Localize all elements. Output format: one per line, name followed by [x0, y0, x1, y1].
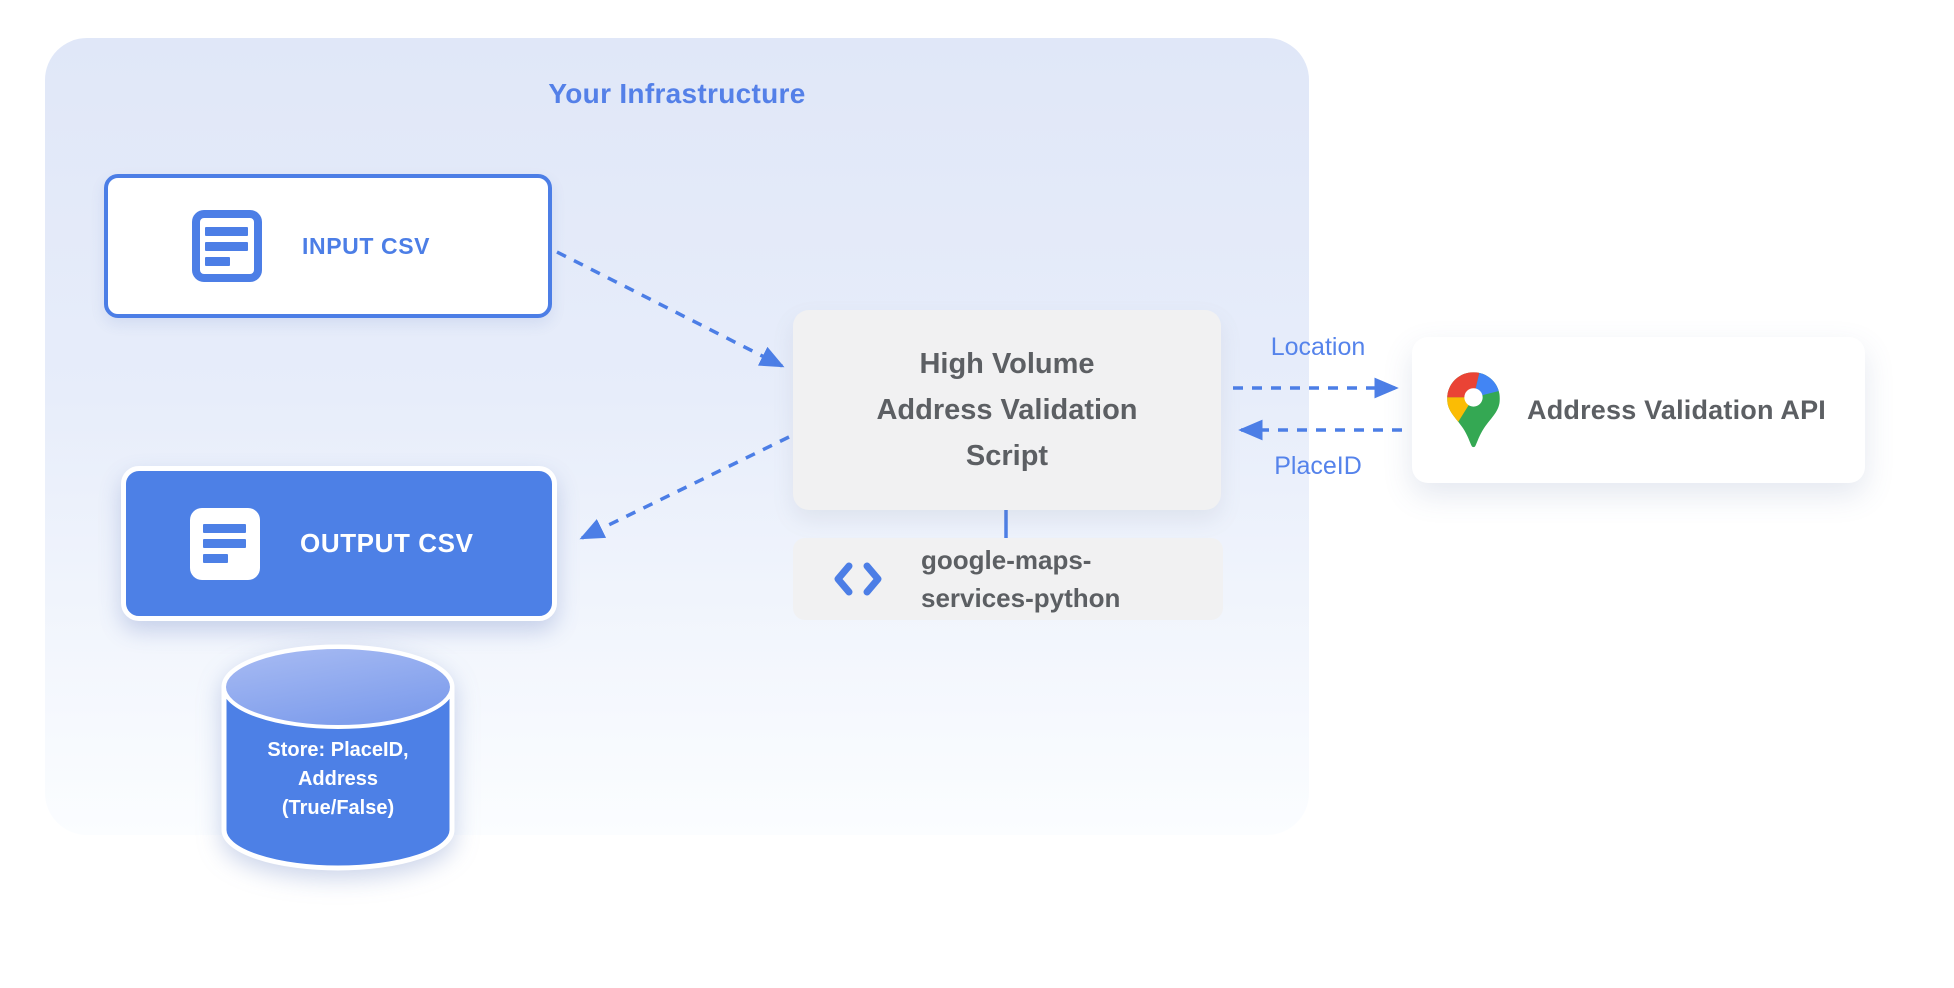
- input-csv-label: INPUT CSV: [302, 232, 431, 259]
- library-node: google-maps- services-python: [793, 538, 1223, 620]
- google-maps-pin-icon: [1447, 372, 1500, 448]
- document-icon: [192, 210, 262, 282]
- script-label: High Volume Address Validation Script: [876, 348, 1138, 472]
- database-cylinder-icon: [221, 644, 455, 871]
- datastore-label: Store: PlaceID, Address (True/False): [267, 739, 409, 819]
- infrastructure-title: Your Infrastructure: [548, 78, 806, 109]
- script-node: High Volume Address Validation Script: [793, 310, 1221, 510]
- document-icon: [190, 507, 260, 580]
- location-edge-label: Location: [1270, 333, 1366, 361]
- api-label: Address Validation API: [1527, 394, 1826, 425]
- datastore-cylinder: Store: PlaceID, Address (True/False): [218, 640, 458, 872]
- library-label: google-maps- services-python: [921, 545, 1121, 613]
- output-csv-label: OUTPUT CSV: [300, 528, 474, 558]
- code-icon: [834, 562, 882, 596]
- placeid-edge-label: PlaceID: [1274, 452, 1362, 480]
- input-csv-node: INPUT CSV: [104, 174, 552, 318]
- api-node: Address Validation API: [1412, 337, 1865, 483]
- output-csv-node: OUTPUT CSV: [121, 466, 557, 621]
